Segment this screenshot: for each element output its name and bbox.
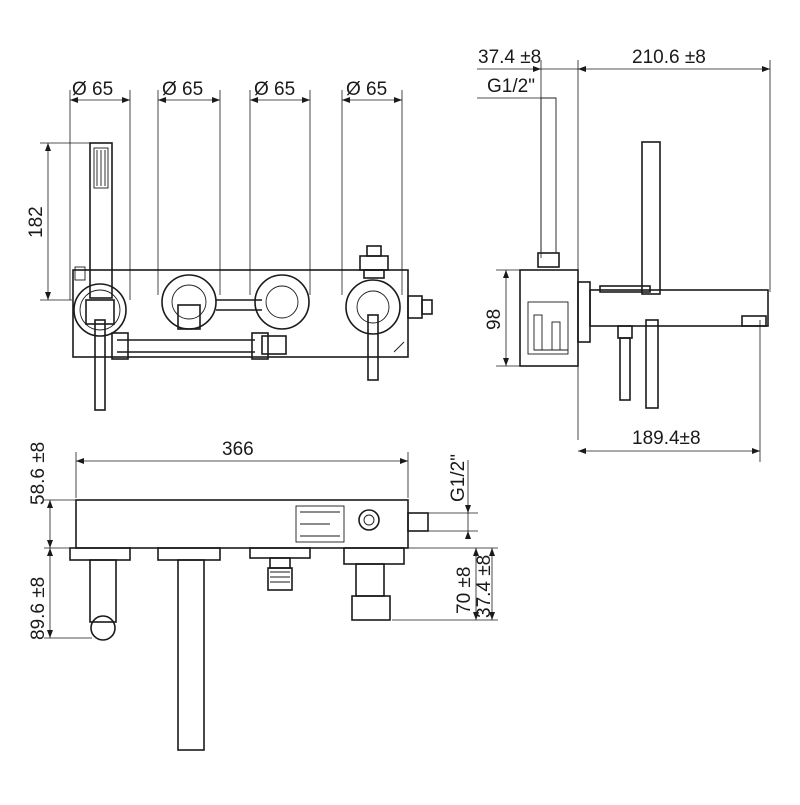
- hand-shower-side: [617, 141, 661, 409]
- top-view: 366 58.6 ±8 89.6 ±8: [28, 439, 498, 751]
- diverter-knob-left: [73, 283, 127, 411]
- lever-handle-top: [351, 563, 391, 621]
- escutcheons: [69, 547, 405, 565]
- connector-pipes: [111, 299, 287, 360]
- dim-width-37: 37.4 ±8: [478, 47, 541, 68]
- dim-diameter-3: Ø 65: [254, 79, 295, 100]
- hand-shower-top: [89, 559, 117, 641]
- depth-98-dimension: [496, 269, 520, 367]
- supply-pipe: [537, 97, 560, 268]
- dim-diameter-4: Ø 65: [346, 79, 387, 100]
- side-outlet-top: [407, 460, 478, 539]
- hand-shower-front: [89, 142, 113, 299]
- dim-depth-98: 98: [484, 309, 505, 330]
- dim-length-366: 366: [222, 439, 254, 460]
- right-height-dimensions: [392, 547, 498, 621]
- diameter-dimensions: [69, 90, 403, 300]
- dim-thread-top: G1/2": [487, 76, 535, 97]
- mixer-handle-2: [254, 274, 310, 330]
- dim-height-58: 58.6 ±8: [28, 442, 49, 505]
- dim-diameter-1: Ø 65: [72, 79, 113, 100]
- dim-height-37: 37.4 ±8: [474, 555, 495, 618]
- mixer-handle-1: [161, 274, 217, 330]
- dim-height-182: 182: [26, 206, 47, 238]
- left-height-dimensions: [44, 499, 92, 639]
- height-182-dimension: [40, 142, 92, 301]
- top-width-dimensions: [477, 60, 771, 440]
- length-366-dimension: [75, 452, 409, 498]
- dim-thread-side: G1/2": [448, 454, 469, 502]
- side-view: 37.4 ±8 210.6 ±8 G1/2" 98: [477, 47, 771, 462]
- dim-width-189: 189.4±8: [632, 428, 701, 449]
- dim-height-89: 89.6 ±8: [28, 577, 49, 640]
- side-outlet: [407, 295, 433, 319]
- front-view: Ø 65 Ø 65 Ø 65 Ø 65 182: [26, 79, 433, 411]
- dim-height-70: 70 ±8: [454, 567, 475, 614]
- diverter-detail: [295, 505, 380, 543]
- mounting-plate: [72, 269, 409, 358]
- spout-side: [577, 281, 769, 343]
- threaded-connector: [267, 557, 293, 591]
- top-connector: [359, 245, 389, 279]
- valve-body-top: [75, 499, 409, 549]
- width-189-dimension: [578, 320, 761, 462]
- spout-top: [177, 559, 205, 751]
- dim-width-210: 210.6 ±8: [632, 47, 706, 68]
- mixer-handle-3: [345, 279, 401, 381]
- valve-body-side: [519, 269, 579, 367]
- dim-diameter-2: Ø 65: [162, 79, 203, 100]
